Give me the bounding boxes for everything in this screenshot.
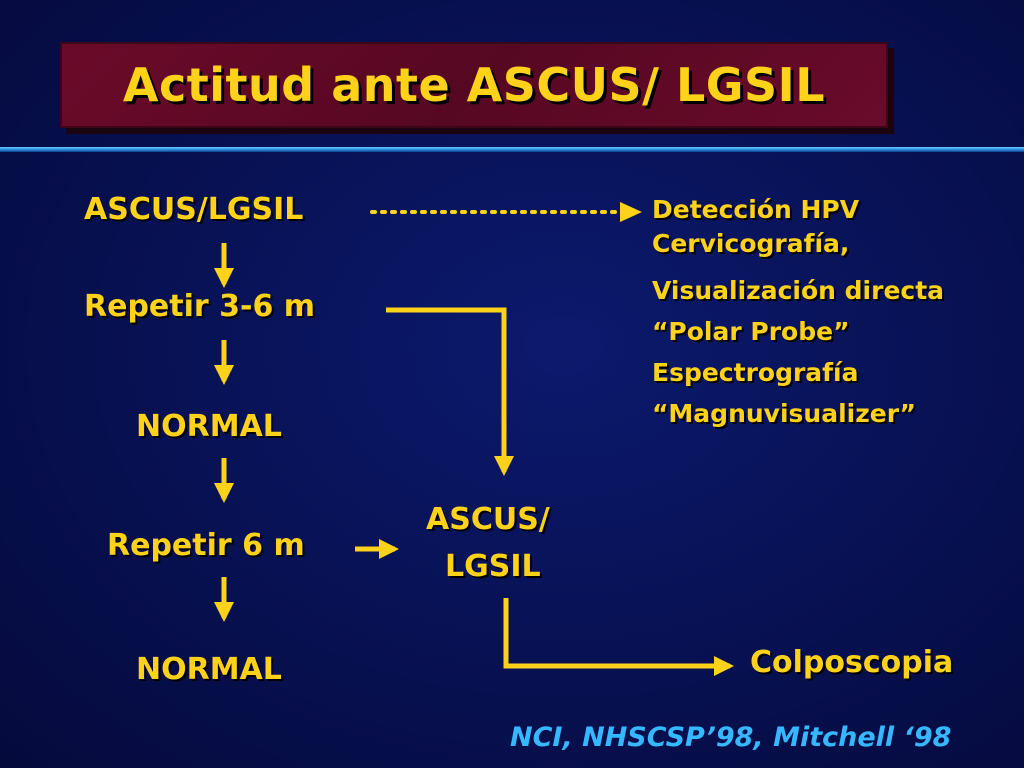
node-ascus-line2: LGSIL <box>445 549 541 584</box>
slide-title: Actitud ante ASCUS/ LGSIL <box>122 58 826 112</box>
node-normal-1: NORMAL <box>136 409 282 444</box>
arrow-repeat-to-ascus <box>386 307 514 476</box>
title-divider <box>0 147 1024 152</box>
alternative-item: “Magnuvisualizer” <box>652 399 916 428</box>
dotted-arrow-head <box>620 202 642 222</box>
alternative-item: Visualización directa <box>652 276 945 305</box>
node-start: ASCUS/LGSIL <box>84 192 304 227</box>
node-colposcopy: Colposcopia <box>750 645 954 680</box>
node-repeat-3-6: Repetir 3-6 m <box>84 289 316 324</box>
alternative-item: “Polar Probe” <box>652 317 850 346</box>
alternative-item: Cervicografía, <box>652 229 850 258</box>
arrow-ascus-to-colposcopy <box>503 598 734 676</box>
alternative-item: Detección HPV <box>652 195 860 224</box>
node-normal-2: NORMAL <box>136 652 282 687</box>
alternative-item: Espectrografía <box>652 358 859 387</box>
node-ascus-line1: ASCUS/ <box>426 502 550 537</box>
title-banner: Actitud ante ASCUS/ LGSIL <box>60 42 888 128</box>
citation: NCI, NHSCSP’98, Mitchell ‘98 <box>510 722 952 753</box>
node-repeat-6: Repetir 6 m <box>107 528 305 563</box>
